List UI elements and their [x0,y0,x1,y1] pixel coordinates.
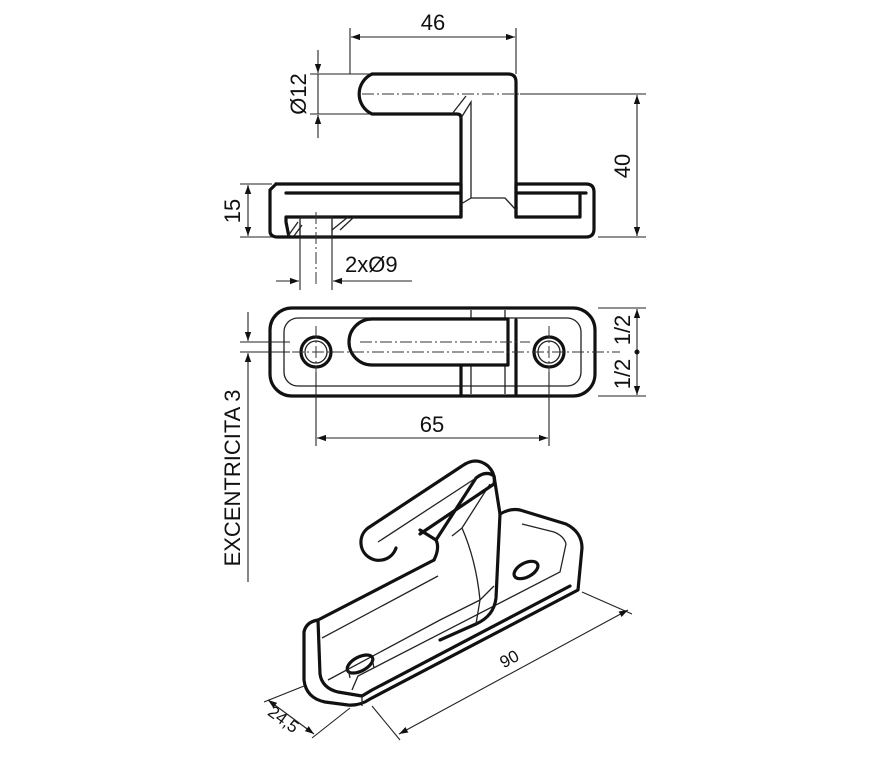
iso-hole-left [345,653,375,675]
dim-label-diameter-12: Ø12 [286,73,311,115]
dim-label-40: 40 [610,154,635,178]
front-post-fillet [451,95,467,115]
iso-pin-outline [359,459,496,562]
dim-label-15: 15 [220,199,245,223]
iso-hole-left-bore [347,657,375,679]
dim-label-46: 46 [421,10,445,35]
iso-tray-left-rim [302,558,572,698]
dim-label-eccentricity: EXCENTRICITA 3 [220,390,245,567]
front-base-outline [274,182,596,239]
iso-post-outline [418,471,502,642]
isometric-view [302,459,584,707]
iso-tray-inner [321,523,567,691]
front-post-outline [357,72,518,219]
top-view [252,306,620,398]
dim-label-90: 90 [497,646,523,672]
dim-midpoint-dot [634,349,640,355]
top-view-dimensions: 65 1/2 1/2 EXCENTRICITA 3 [220,307,646,582]
front-post-chamfer [460,99,517,211]
dim-label-half-bottom: 1/2 [610,359,635,390]
dim-label-65: 65 [420,412,444,437]
dim-label-24-5: 24,5 [264,702,302,737]
front-section-hatch [287,216,355,237]
dim-label-half-top: 1/2 [610,315,635,346]
dim-line-24-5 [267,699,315,735]
dim-line-90 [398,609,629,735]
front-view-dimensions: 46 Ø12 40 15 2xØ9 [220,10,646,290]
iso-pin-centerline [377,477,477,543]
front-base-left [268,182,291,239]
front-view [268,72,596,286]
iso-hole-right [512,559,540,581]
dim-label-holes: 2xØ9 [345,252,398,277]
